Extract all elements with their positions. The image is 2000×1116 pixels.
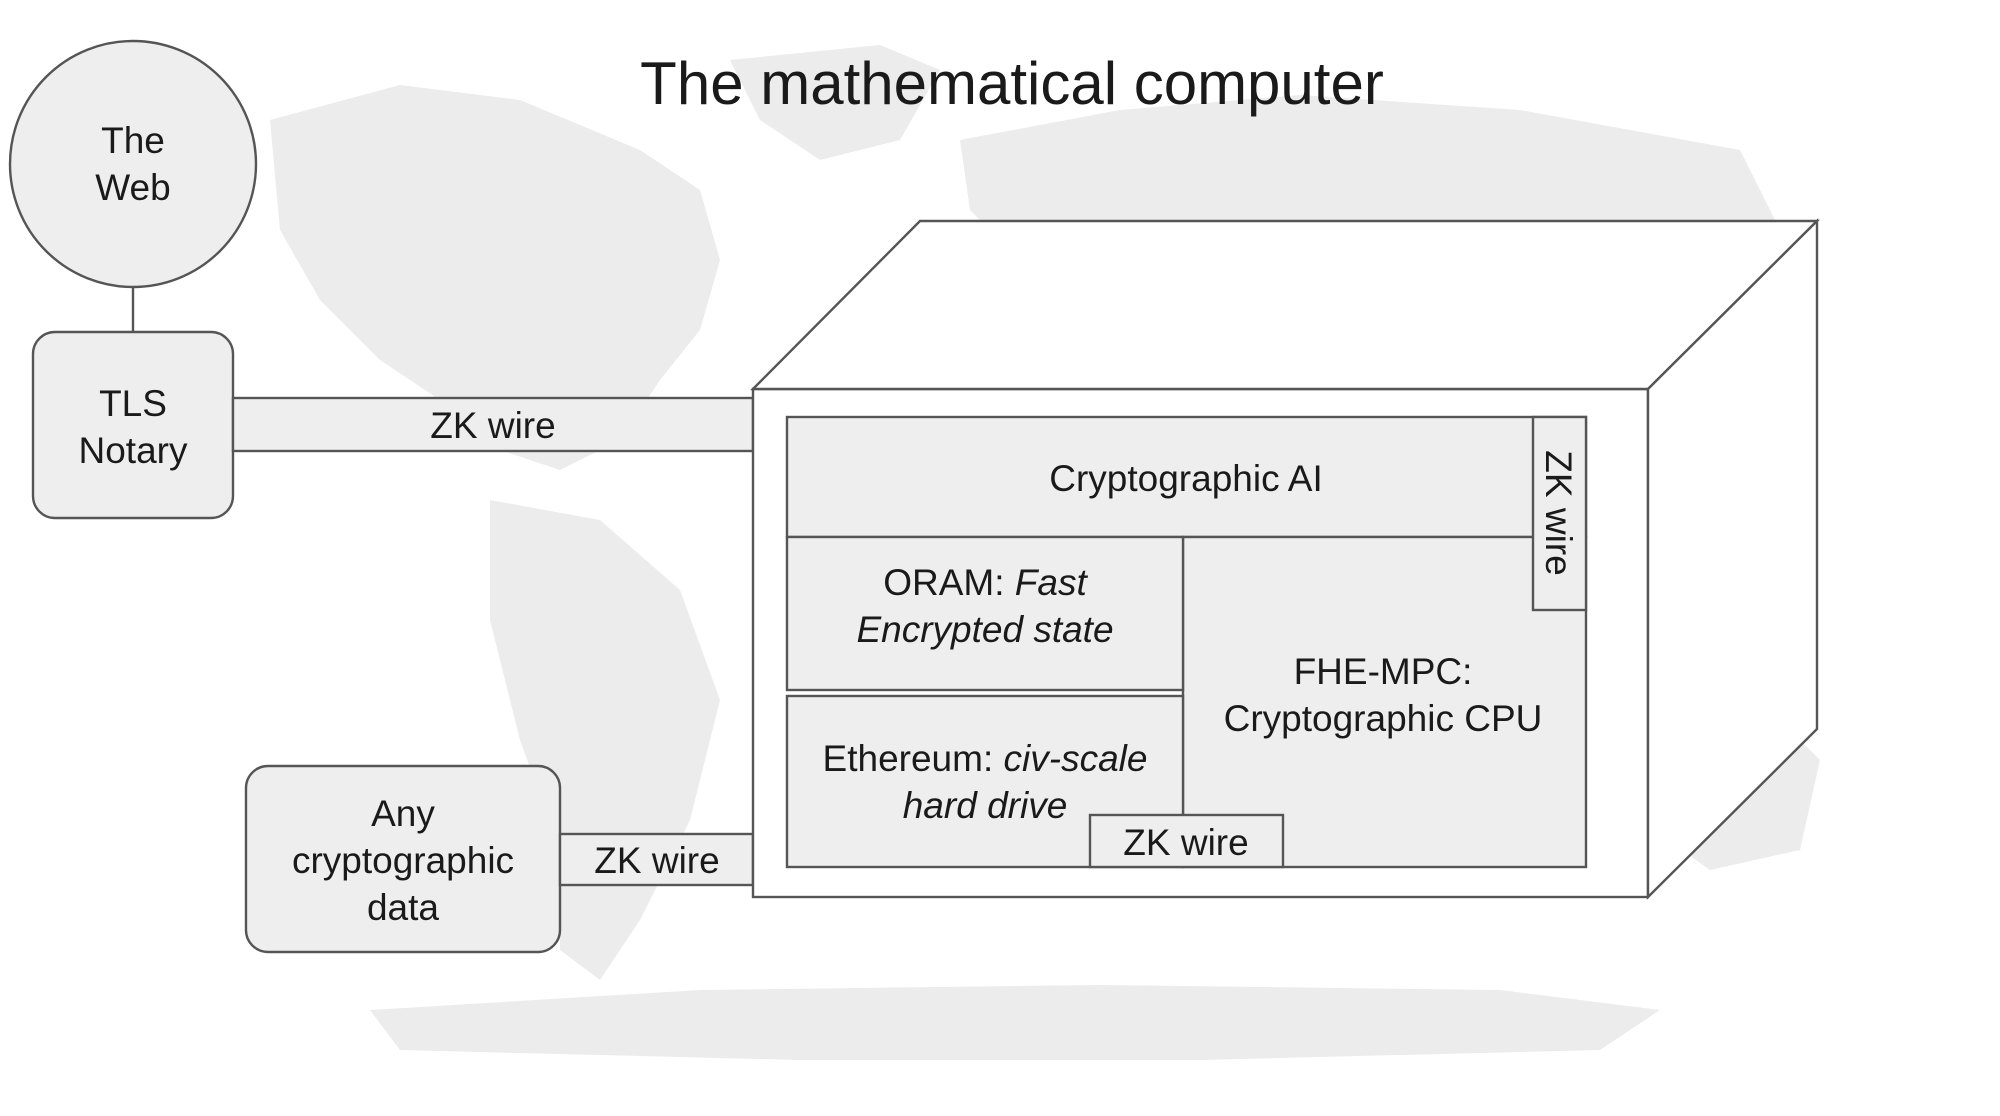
ai-zk-wire-label: ZK wire (1538, 450, 1579, 575)
any-data-label-line1: Any (371, 793, 435, 834)
ethereum-italic-line1: civ-scale (1004, 738, 1148, 779)
ai-zk-wire: ZK wire (1531, 415, 1588, 612)
tls-notary-label-line1: TLS (99, 383, 167, 424)
any-data-label-line3: data (367, 887, 439, 928)
web-node: The Web (8, 39, 258, 289)
ethereum-label-line1: Ethereum: civ-scale (823, 738, 1148, 779)
tls-notary-label-line2: Notary (79, 430, 188, 471)
cryptographic-ai-module: Cryptographic AI (785, 415, 1588, 539)
cube-side-face (1646, 218, 1819, 900)
oram-italic-line1: Fast (1015, 562, 1089, 603)
web-label-line2: Web (95, 167, 170, 208)
oram-prefix: ORAM: (883, 562, 1015, 603)
web-label-line1: The (101, 120, 165, 161)
cryptographic-ai-label: Cryptographic AI (1049, 458, 1323, 499)
any-data-node: Any cryptographic data (244, 764, 562, 954)
data-zk-wire: ZK wire (558, 832, 755, 887)
cube-top-face (750, 219, 1820, 391)
tls-zk-wire: ZK wire (231, 396, 755, 453)
fhe-mpc-label-line2: Cryptographic CPU (1224, 698, 1543, 739)
oram-label-line1: ORAM: Fast (883, 562, 1088, 603)
ethereum-zk-wire-label: ZK wire (1123, 822, 1248, 863)
ethereum-prefix: Ethereum: (823, 738, 1004, 779)
oram-label-line2: Encrypted state (856, 609, 1113, 650)
tls-notary-node: TLS Notary (31, 330, 235, 520)
fhe-mpc-label-line1: FHE-MPC: (1294, 651, 1473, 692)
any-data-label-line2: cryptographic (292, 840, 514, 881)
oram-module: ORAM: Fast Encrypted state (785, 535, 1185, 692)
tls-zk-wire-label: ZK wire (430, 405, 555, 446)
data-zk-wire-label: ZK wire (594, 840, 719, 881)
ethereum-label-line2: hard drive (903, 785, 1068, 826)
fhe-mpc-module: FHE-MPC: Cryptographic CPU (1181, 535, 1588, 869)
ethereum-zk-wire: ZK wire (1088, 813, 1285, 869)
page-title: The mathematical computer (640, 50, 1384, 117)
